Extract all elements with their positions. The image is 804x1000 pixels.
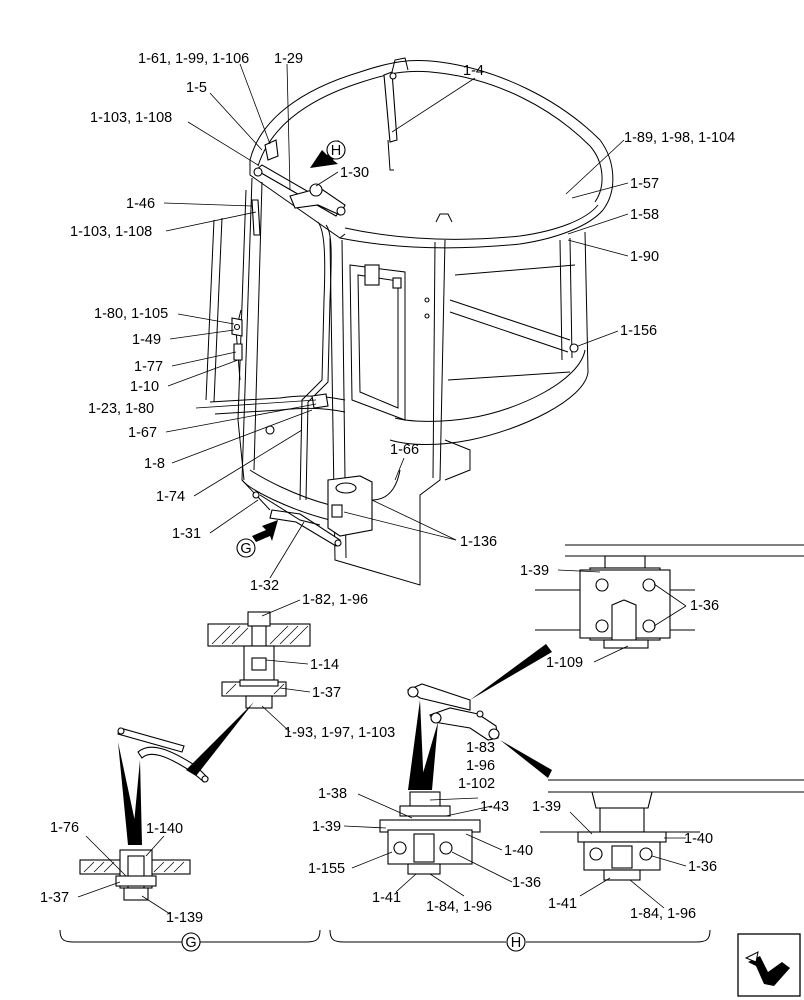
next-page-arrow-icon[interactable] [737,933,801,997]
callout-c9: 1-46 [126,196,155,212]
callout-c6: 1-89, 1-98, 1-104 [624,130,735,146]
detail-hinge-arms [406,683,500,741]
view-letters: H G G H [181,143,526,952]
callout-c27: 1-36 [690,598,719,614]
view-brackets [59,929,711,943]
callout-c20: 1-66 [390,442,419,458]
cab-frame [205,57,614,586]
callout-c28: 1-82, 1-96 [302,592,368,608]
callout-c31: 1-37 [312,685,341,701]
callout-c37: 1-43 [480,799,509,815]
callout-c3: 1-5 [186,80,207,96]
callout-c7: 1-30 [340,165,369,181]
callout-c52: 1-139 [166,910,203,926]
callout-c18: 1-23, 1-80 [88,401,154,417]
callout-c11: 1-103, 1-108 [70,224,152,240]
view-letter-h: H [331,143,341,159]
callout-c46: 1-84, 1-96 [426,899,492,915]
callout-c40: 1-40 [684,831,713,847]
callout-c19: 1-67 [128,425,157,441]
callout-c14: 1-156 [620,323,657,339]
callout-c49: 1-76 [50,820,79,836]
callout-c17: 1-10 [130,379,159,395]
callout-c5: 1-103, 1-108 [90,110,172,126]
detail-bearing-top-right [535,544,804,649]
roof-strut [383,71,398,171]
callout-c4: 1-4 [463,63,484,79]
callout-c35: 1-102 [458,776,495,792]
detail-view-h-section-left [379,791,481,875]
lower-assembly [252,469,401,547]
callout-c10: 1-58 [630,207,659,223]
callout-c26: 1-39 [520,563,549,579]
callout-c51: 1-37 [40,890,69,906]
callout-c16: 1-77 [134,359,163,375]
callout-c32: 1-93, 1-97, 1-103 [284,725,395,741]
detail-view-g-section [79,849,191,901]
leader-lines [77,63,687,915]
callout-c44: 1-36 [688,859,717,875]
detail-bolt-section [207,611,311,709]
callout-c22: 1-74 [156,489,185,505]
callout-c13: 1-80, 1-105 [94,306,168,322]
callout-labels: 1-61, 1-99, 1-106 1-29 1-5 1-4 1-103, 1-… [40,51,735,926]
callout-c2: 1-29 [274,51,303,67]
callout-c43: 1-36 [512,875,541,891]
view-arrow-g [236,520,278,558]
callout-c23: 1-31 [172,526,201,542]
callout-c29: 1-109 [546,655,583,671]
callout-c39: 1-39 [532,799,561,815]
view-letter-g: G [240,541,251,557]
callout-c30: 1-14 [310,657,339,673]
bracket-letter-g: G [185,935,196,951]
detail-view-h-section-right [540,779,804,881]
callout-c33: 1-83 [466,740,495,756]
callout-c24: 1-136 [460,534,497,550]
callout-c12: 1-90 [630,249,659,265]
callout-c50: 1-140 [146,821,183,837]
callout-c48: 1-84, 1-96 [630,906,696,922]
callout-c21: 1-8 [144,456,165,472]
callout-c25: 1-32 [250,578,279,594]
view-arrow-h [310,140,346,168]
callout-c47: 1-41 [548,896,577,912]
callout-c15: 1-49 [132,332,161,348]
callout-c34: 1-96 [466,758,495,774]
callout-c36: 1-38 [318,786,347,802]
callout-c8: 1-57 [630,176,659,192]
bracket-letter-h: H [511,935,521,951]
door-hinge-assembly [231,139,346,501]
leader-wedges [118,644,552,845]
callout-c42: 1-155 [308,861,345,877]
callout-c38: 1-39 [312,819,341,835]
detail-tubes [117,727,209,783]
callout-c41: 1-40 [504,843,533,859]
callout-c1: 1-61, 1-99, 1-106 [138,51,249,67]
callout-c45: 1-41 [372,890,401,906]
